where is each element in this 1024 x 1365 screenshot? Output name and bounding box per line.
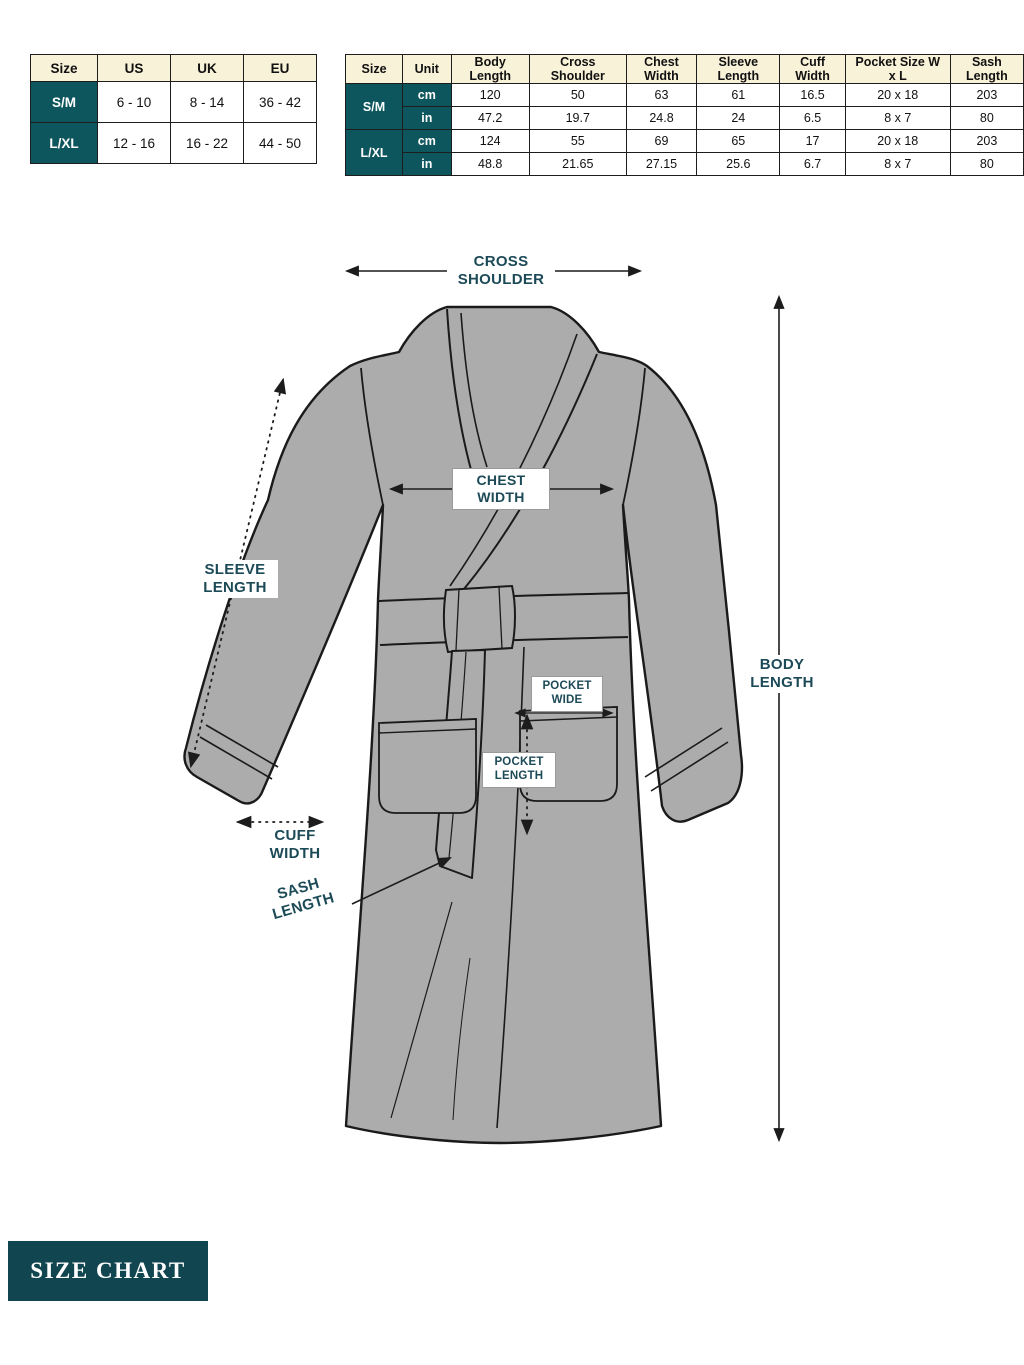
table-row: in 47.2 19.7 24.8 24 6.5 8 x 7 80	[346, 106, 1024, 130]
uk-cell: 8 - 14	[170, 81, 244, 123]
robe-cuff-right	[644, 727, 729, 792]
table-row: in 48.8 21.65 27.15 25.6 6.7 8 x 7 80	[346, 152, 1024, 176]
eu-cell: 36 - 42	[243, 81, 317, 123]
col-header-pocket-size: Pocket Size W x L	[844, 54, 951, 84]
us-cell: 12 - 16	[97, 122, 171, 164]
unit-cell: cm	[402, 129, 452, 153]
col-header-chest-width: Chest Width	[625, 54, 698, 84]
table-row: L/XL cm 124 55 69 65 17 20 x 18 203	[344, 129, 1024, 176]
sleeve-length-cell: 61	[696, 83, 781, 107]
chest-width-label: CHEST WIDTH	[452, 468, 550, 510]
eu-cell: 44 - 50	[243, 122, 317, 164]
pocket-size-cell: 8 x 7	[844, 106, 951, 130]
size-chart-badge: SIZE CHART	[8, 1241, 208, 1301]
sleeve-length-cell: 25.6	[696, 152, 781, 176]
col-header-us: US	[97, 54, 171, 82]
size-cell: S/M	[344, 83, 404, 130]
robe-fold-line	[452, 957, 471, 1121]
sleeve-length-cell: 65	[696, 129, 781, 153]
robe-knot-crease	[498, 586, 503, 650]
uk-cell: 16 - 22	[170, 122, 244, 164]
table-row: S/M cm 120 50 63 61 16.5 20 x 18 203	[344, 83, 1024, 130]
col-header-body-length: Body Length	[450, 54, 530, 84]
pocket-size-cell: 8 x 7	[844, 152, 951, 176]
unit-cell: in	[402, 152, 452, 176]
chest-width-cell: 27.15	[625, 152, 698, 176]
robe-lapel-left-outer	[446, 308, 477, 488]
robe-lapel-left-inner	[460, 312, 488, 468]
robe-pocket-right-hem	[519, 716, 618, 722]
chest-width-cell: 24.8	[625, 106, 698, 130]
size-chart-badge-label: SIZE CHART	[30, 1258, 186, 1283]
pocket-size-cell: 20 x 18	[844, 83, 951, 107]
table-row: L/XL 12 - 16 16 - 22 44 - 50	[30, 122, 317, 164]
cross-shoulder-cell: 50	[528, 83, 627, 107]
table-row: S/M 6 - 10 8 - 14 36 - 42	[30, 81, 317, 123]
col-header-eu: EU	[243, 54, 317, 82]
unit-cell: cm	[402, 83, 452, 107]
col-header-cross-shoulder: Cross Shoulder	[528, 54, 627, 84]
size-cell: L/XL	[30, 122, 98, 164]
robe-seam-left	[360, 367, 384, 506]
cross-shoulder-label: CROSS SHOULDER	[447, 252, 555, 290]
size-cell: L/XL	[344, 129, 404, 176]
robe-pocket-left	[378, 718, 477, 814]
sash-length-arrow	[351, 857, 452, 905]
us-cell: 6 - 10	[97, 81, 171, 123]
pocket-wide-label: POCKET WIDE	[531, 676, 603, 712]
pocket-length-label: POCKET LENGTH	[482, 752, 556, 788]
col-header-sleeve-length: Sleeve Length	[696, 54, 781, 84]
robe-sash-knot	[442, 584, 516, 654]
robe-pocket-left-hem	[378, 728, 477, 734]
size-conversion-table: Size US UK EU S/M 6 - 10 8 - 14 36 - 42 …	[30, 54, 317, 164]
robe-fold-line	[390, 901, 453, 1119]
body-length-label: BODY LENGTH	[737, 655, 827, 693]
cuff-width-cell: 16.5	[779, 83, 846, 107]
body-length-cell: 47.2	[450, 106, 530, 130]
cuff-width-label: CUFF WIDTH	[269, 827, 321, 862]
cuff-width-cell: 6.7	[779, 152, 846, 176]
body-length-cell: 48.8	[450, 152, 530, 176]
robe-seam-right	[622, 367, 646, 506]
robe-knot-crease	[455, 588, 460, 651]
col-header-cuff-width: Cuff Width	[779, 54, 846, 84]
measurement-table: Size Unit Body Length Cross Shoulder Che…	[344, 54, 1024, 176]
sleeve-length-arrow	[187, 377, 287, 769]
cross-shoulder-cell: 21.65	[528, 152, 627, 176]
cuff-width-cell: 6.5	[779, 106, 846, 130]
col-header-size: Size	[30, 54, 98, 82]
size-cell: S/M	[30, 81, 98, 123]
sash-length-cell: 80	[949, 152, 1024, 176]
col-header-sash-length: Sash Length	[949, 54, 1024, 84]
chest-width-cell: 69	[625, 129, 698, 153]
sleeve-length-label: SLEEVE LENGTH	[192, 560, 278, 598]
col-header-size: Size	[344, 54, 404, 84]
